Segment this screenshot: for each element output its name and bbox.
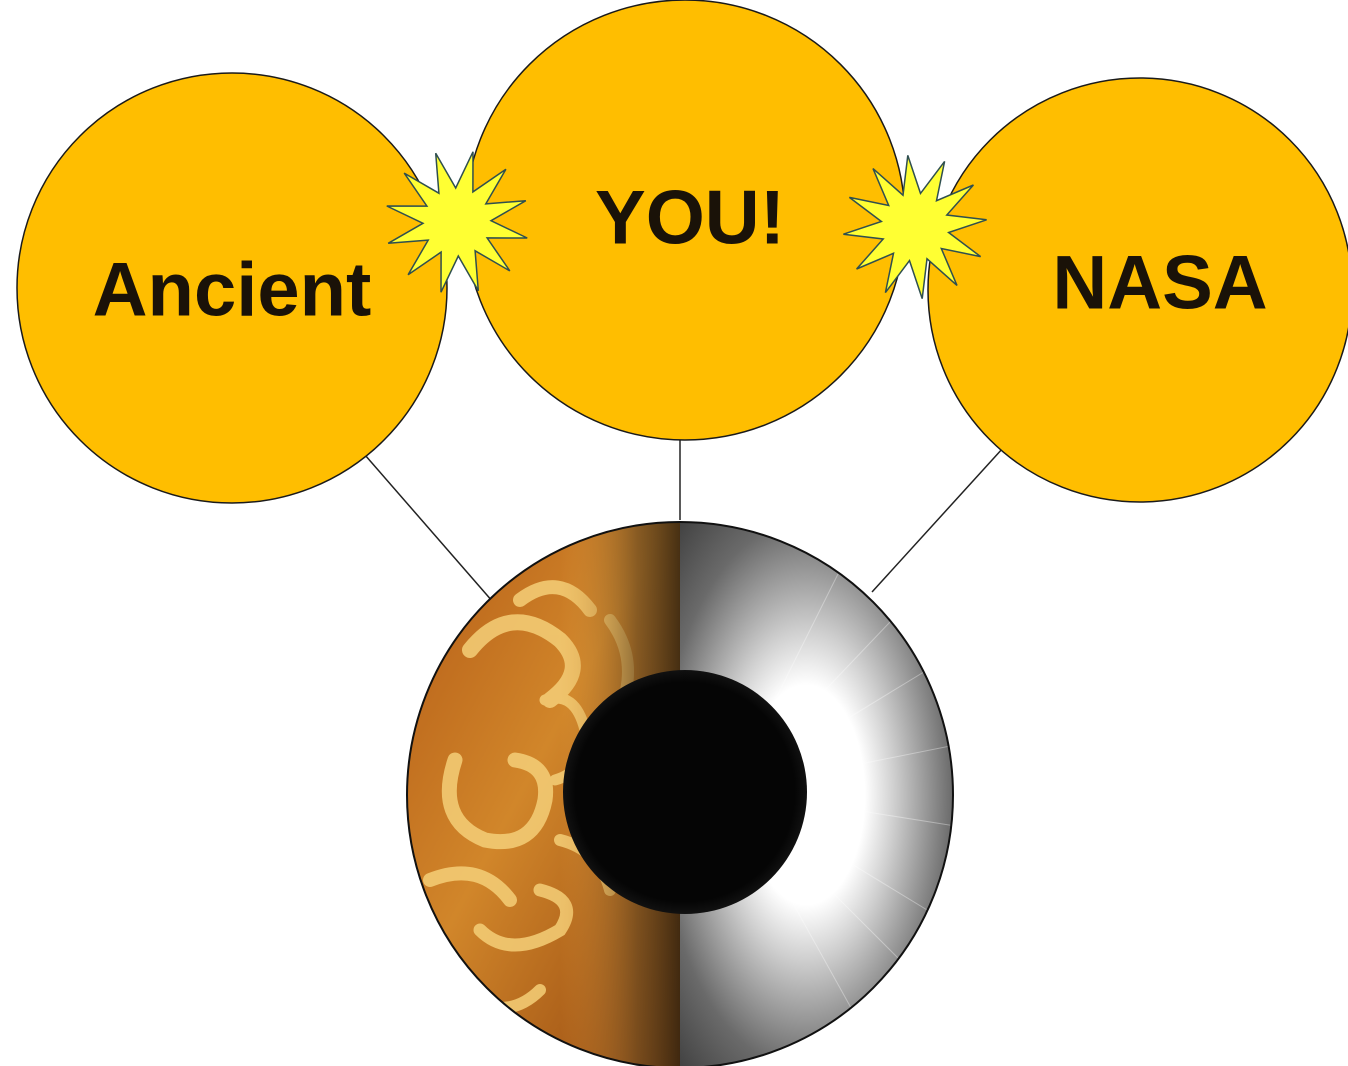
label-you: YOU! (595, 176, 785, 261)
label-ancient: Ancient (93, 248, 372, 333)
label-nasa: NASA (1052, 241, 1267, 326)
connector-ancient-to-image (365, 455, 493, 602)
connector-nasa-to-image (872, 448, 1003, 592)
solar-eclipse-petroglyph-image (400, 515, 980, 1066)
